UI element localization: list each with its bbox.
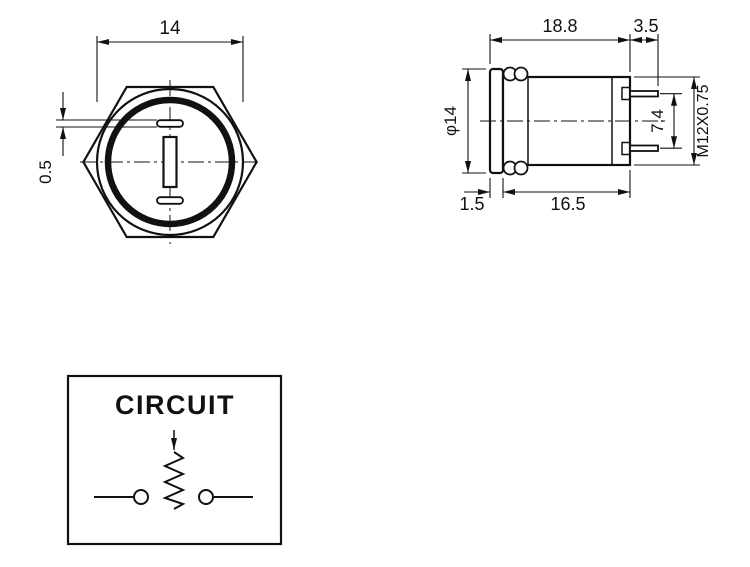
dim-slot-width-label: 0.5 bbox=[36, 160, 55, 184]
lower-slot bbox=[156, 196, 184, 205]
circuit-diagram: CIRCUIT bbox=[66, 374, 283, 546]
circuit-box bbox=[66, 374, 283, 546]
circuit-title: CIRCUIT bbox=[115, 390, 235, 420]
dim-body-length-label: 18.8 bbox=[542, 16, 577, 36]
spring-symbol bbox=[162, 451, 186, 510]
dim-pin-spacing-label: 7.4 bbox=[648, 109, 667, 133]
dim-thread-spec-label: M12X0.75 bbox=[695, 84, 712, 157]
bead-top-2 bbox=[513, 66, 529, 82]
side-view: 18.8 3.5 φ14 7.4 M12X0.75 1.5 16.5 bbox=[441, 16, 712, 214]
front-view: 14 0.5 bbox=[36, 18, 260, 244]
dim-thread-length-label: 16.5 bbox=[550, 194, 585, 214]
dim-side-head-diameter-label: φ14 bbox=[441, 106, 460, 136]
dim-pin-length-label: 3.5 bbox=[633, 16, 658, 36]
pin-bottom bbox=[629, 144, 659, 152]
bead-bottom-2 bbox=[513, 160, 529, 176]
dim-head-diameter-label: 14 bbox=[159, 18, 181, 39]
upper-slot bbox=[156, 119, 184, 128]
right-contact bbox=[198, 489, 214, 505]
left-contact bbox=[133, 489, 149, 505]
dim-flange-thickness-label: 1.5 bbox=[459, 194, 484, 214]
pin-top bbox=[629, 90, 659, 98]
center-slot bbox=[162, 135, 178, 189]
